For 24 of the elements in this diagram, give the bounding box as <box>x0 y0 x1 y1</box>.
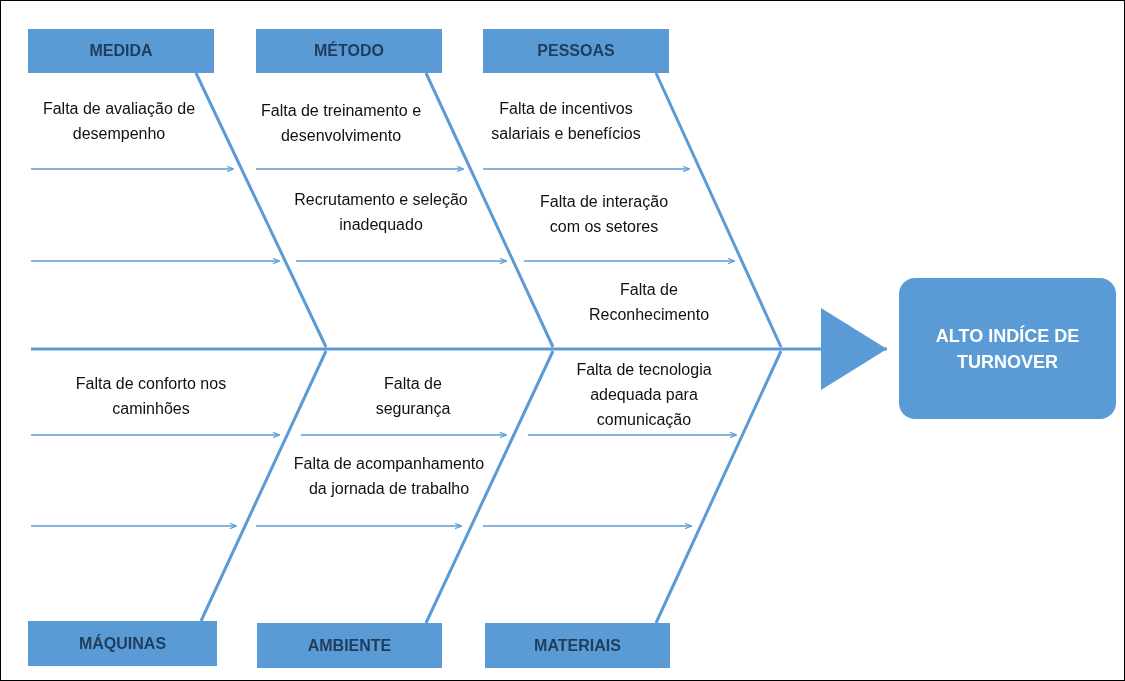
category-box: AMBIENTE <box>257 623 442 668</box>
cause-text: Falta de tecnologia adequada para comunicação <box>575 360 713 430</box>
cause-text: Falta de interação com os setores <box>538 192 670 237</box>
category-box: MÉTODO <box>256 29 442 73</box>
cause-text: Falta de segurança <box>374 374 452 419</box>
bone-line <box>654 350 783 624</box>
category-box: MEDIDA <box>28 29 214 73</box>
cause-text: Falta de acompanhamento da jornada de trabalho <box>292 454 486 499</box>
bone-line <box>199 350 328 622</box>
cause-text: Falta de incentivos salariais e benefícios <box>490 99 642 144</box>
category-box: MÁQUINAS <box>28 621 217 666</box>
bone-line <box>424 72 555 348</box>
cause-text: Falta de avaliação de desempenho <box>41 99 197 144</box>
bone-line <box>654 72 783 348</box>
category-box: MATERIAIS <box>485 623 670 668</box>
effect-box: ALTO INDÍCE DE TURNOVER <box>899 278 1116 419</box>
category-box: PESSOAS <box>483 29 669 73</box>
cause-text: Recrutamento e seleção inadequado <box>293 190 469 235</box>
bone-line <box>424 350 555 624</box>
bone-line <box>194 72 328 348</box>
cause-text: Falta de conforto nos caminhões <box>74 374 228 419</box>
cause-text: Falta de Reconhecimento <box>587 280 711 325</box>
cause-text: Falta de treinamento e desenvolvimento <box>259 101 423 146</box>
spine-arrow <box>31 308 887 390</box>
